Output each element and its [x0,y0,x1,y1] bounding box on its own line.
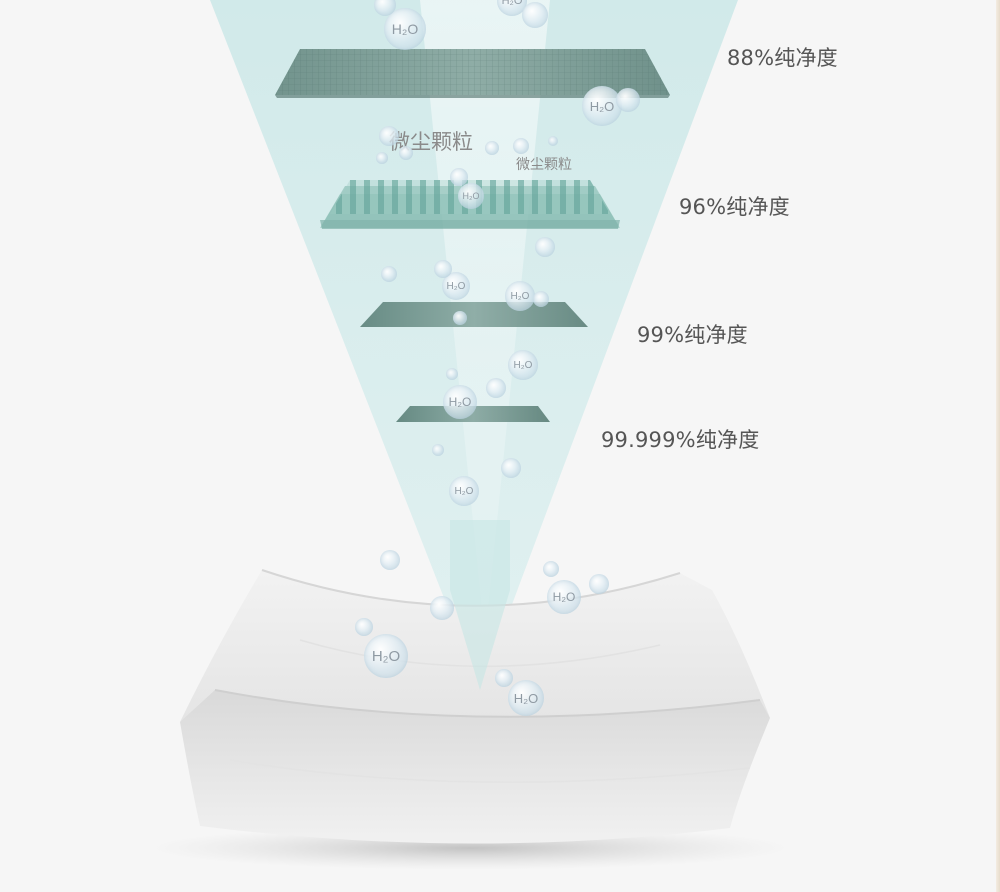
particle-bubble [430,596,454,620]
particle-bubble [535,237,555,257]
particle-bubble [446,368,458,380]
particle-bubble [453,311,467,325]
purity-label-layer-4: 99.999%纯净度 [601,428,760,452]
particle-bubble [513,138,529,154]
water-bubble: H₂O [547,580,581,614]
particle-bubble [355,618,373,636]
water-bubble: H₂O [505,281,535,311]
dust-label-small: 微尘颗粒 [516,157,572,173]
particle-bubble [450,168,468,186]
filter-layer-1 [275,49,670,98]
water-bubble: H₂O [497,0,527,16]
particle-bubble [376,152,388,164]
flow-arrow [450,520,510,690]
purity-label-layer-2: 96%纯净度 [679,195,790,219]
water-bubble: H₂O [449,476,479,506]
particle-bubble [522,2,548,28]
particle-bubble [616,88,640,112]
particle-bubble [399,146,413,160]
particle-bubble [379,126,399,146]
filter-layer-2 [320,180,620,229]
particle-bubble [533,291,549,307]
particle-bubble [380,550,400,570]
filter-layer-4 [396,406,550,422]
water-bubble: H₂O [364,634,408,678]
particle-bubble [432,444,444,456]
particle-bubble [543,561,559,577]
water-bubble: H₂O [458,183,484,209]
filter-layer-3 [360,302,588,327]
particle-bubble [589,574,609,594]
particle-bubble [495,669,513,687]
water-bubble: H₂O [443,385,477,419]
particle-bubble [486,378,506,398]
water-bubble: H₂O [508,350,538,380]
water-bubble: H₂O [582,86,622,126]
purity-label-layer-3: 99%纯净度 [637,323,748,347]
water-bubble: H₂O [384,8,426,50]
water-bubble: H₂O [508,680,544,716]
particle-bubble [548,136,558,146]
particle-bubble [434,260,452,278]
particle-bubble [374,0,396,16]
purity-label-layer-1: 88%纯净度 [727,46,838,70]
right-edge-strip [996,0,1000,892]
particle-bubble [485,141,499,155]
particle-bubble [381,266,397,282]
particle-bubble [501,458,521,478]
